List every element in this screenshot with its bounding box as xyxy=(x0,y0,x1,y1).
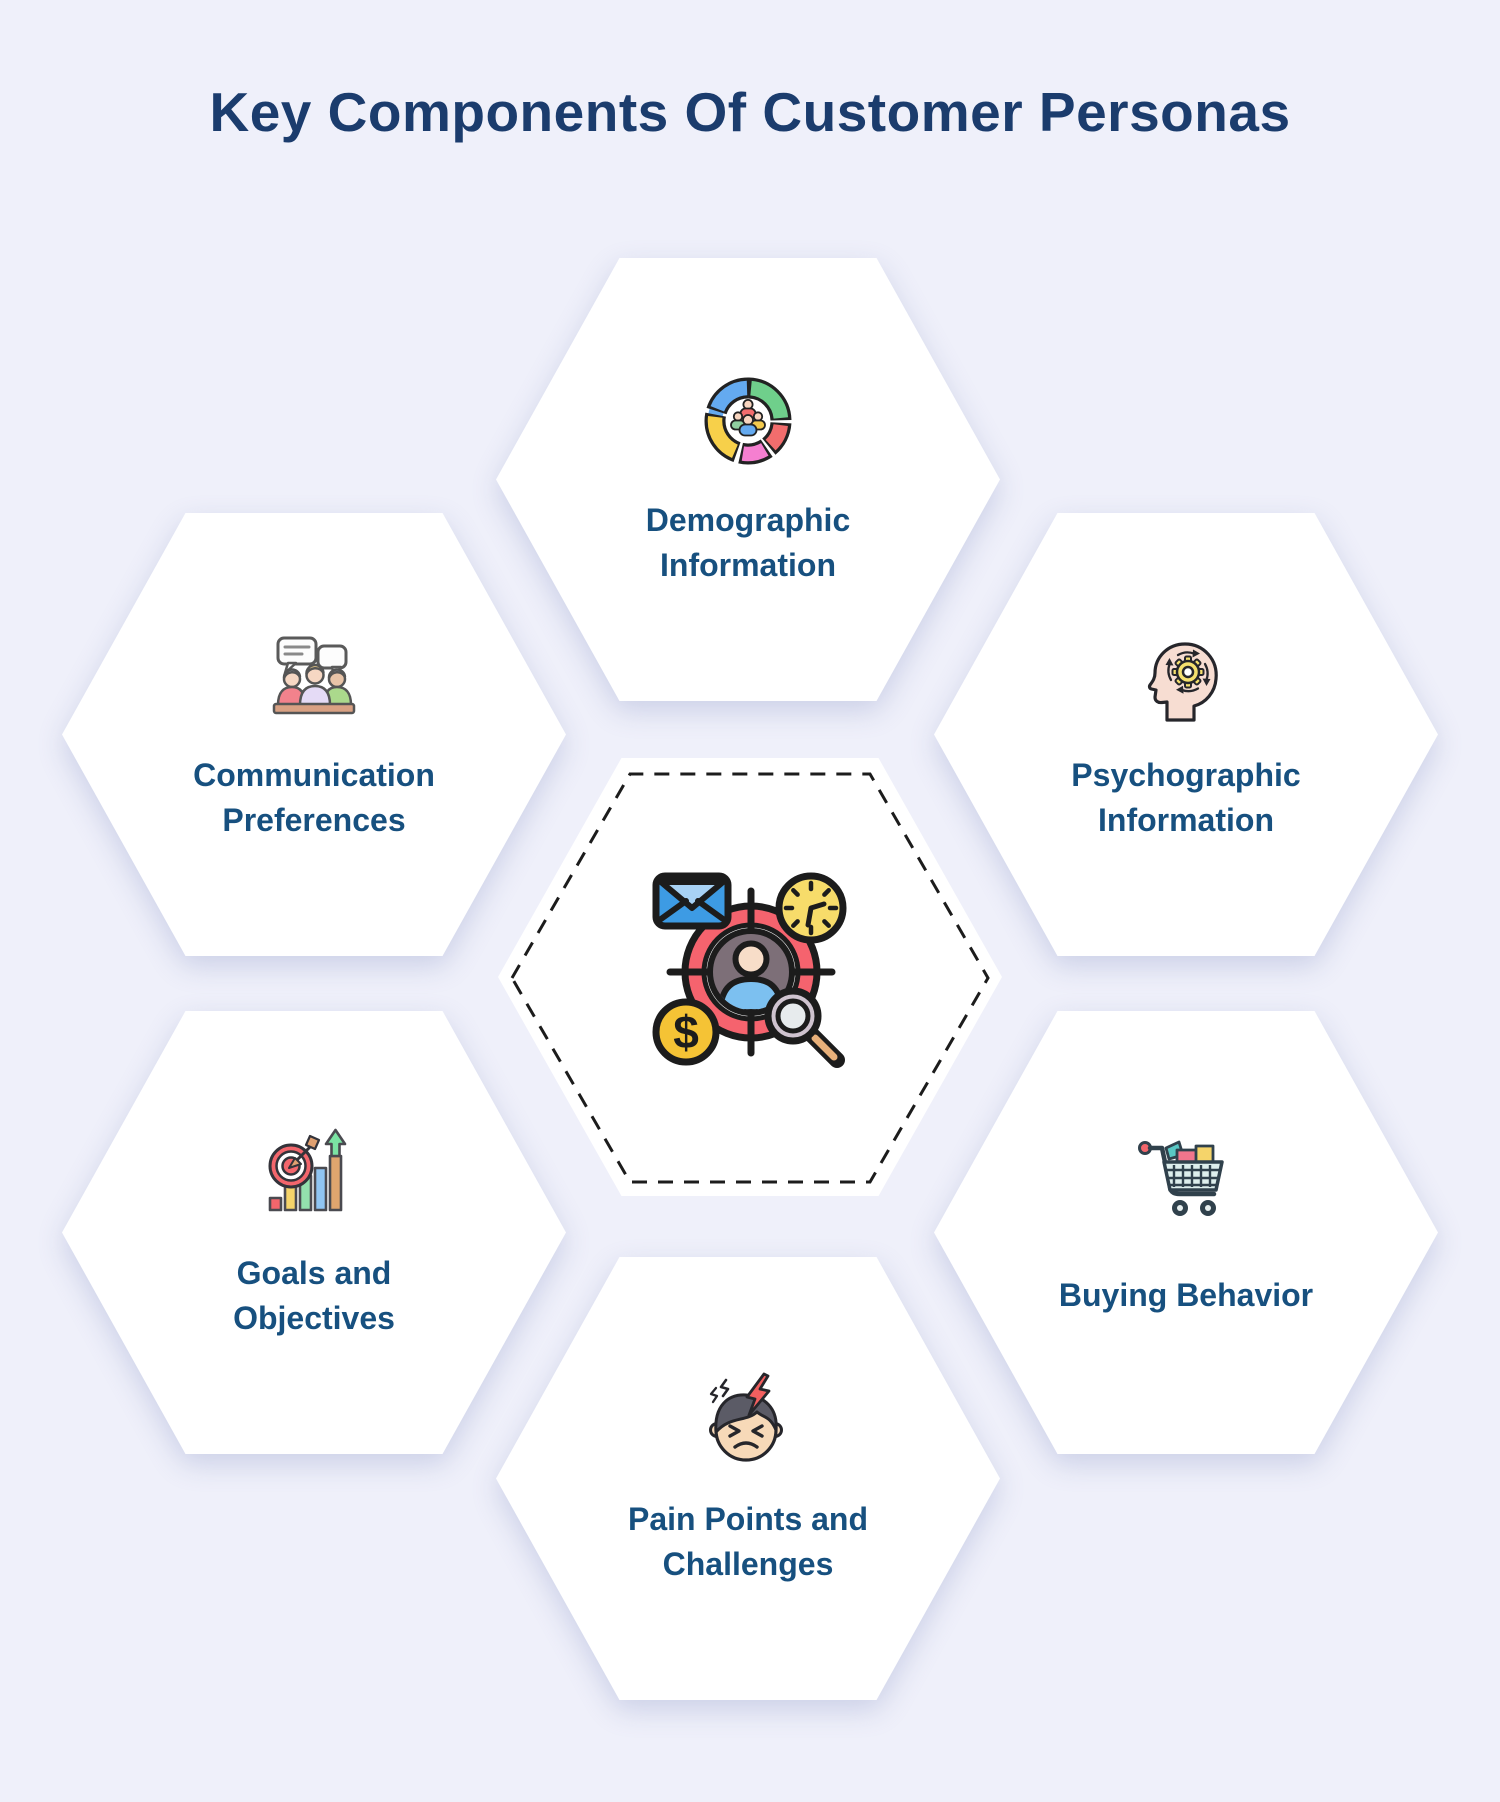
head-gear-icon xyxy=(1134,626,1238,730)
hexagon-label-goals: Goals and Objectives xyxy=(233,1255,395,1336)
customer-research-target-icon: $ xyxy=(650,872,850,1072)
hexagon-label-pain: Pain Points and Challenges xyxy=(627,1501,869,1582)
hexagon-psychographic: Psychographic Information xyxy=(934,513,1438,956)
magnifier-icon xyxy=(764,987,845,1068)
hexagon-communication: Communication Preferences xyxy=(62,513,566,956)
envelope-icon xyxy=(652,872,732,930)
people-conversation-icon xyxy=(262,626,366,730)
hexagon-demographic: Demographic Information xyxy=(496,258,1000,701)
hexagon-label-buying: Buying Behavior xyxy=(1058,1277,1314,1314)
hexagon-pain: Pain Points and Challenges xyxy=(496,1257,1000,1700)
demographic-donut-chart-icon xyxy=(696,371,800,475)
hexagon-label-communication: Communication Preferences xyxy=(193,757,435,838)
page-title: Key Components Of Customer Personas xyxy=(209,81,1291,143)
dollar-symbol: $ xyxy=(673,1006,699,1058)
shopping-cart-icon xyxy=(1134,1124,1238,1228)
hexagon-label-psychographic: Psychographic Information xyxy=(1071,757,1301,838)
hexagon-label-demographic: Demographic Information xyxy=(645,502,851,583)
hexagon-goals: Goals and Objectives xyxy=(62,1011,566,1454)
dollar-coin-icon: $ xyxy=(652,998,720,1066)
target-growth-chart-icon xyxy=(262,1124,366,1228)
frustrated-face-lightning-icon xyxy=(696,1370,800,1474)
hexagon-buying: Buying Behavior xyxy=(934,1011,1438,1454)
clock-icon xyxy=(775,872,847,944)
